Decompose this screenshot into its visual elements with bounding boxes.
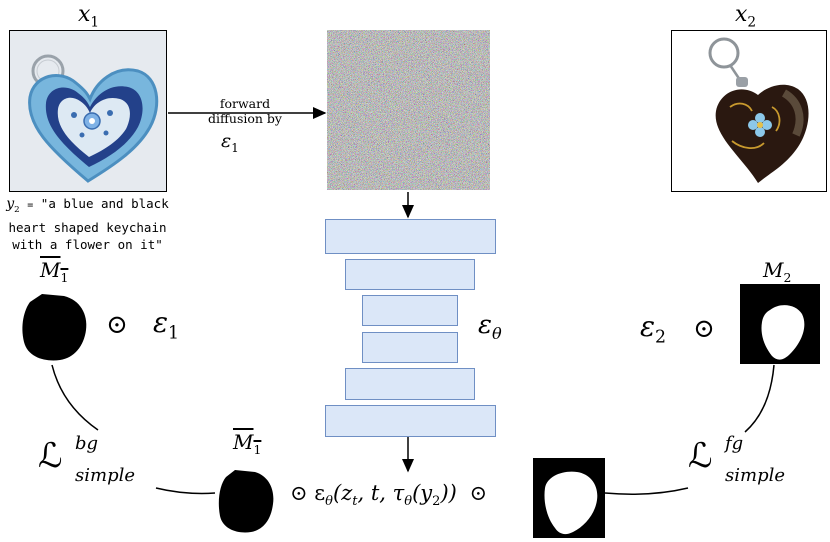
unet-block-enc-1 bbox=[325, 219, 496, 254]
eps-theta-label: εθ bbox=[478, 310, 502, 344]
loss-fg-sup: fg bbox=[725, 433, 744, 454]
eps2-label: ε2 bbox=[640, 310, 667, 348]
m2-label: M2 bbox=[763, 258, 792, 285]
loss-fg-sub: simple bbox=[725, 465, 785, 486]
loss-bg-arc-top bbox=[51, 364, 99, 431]
prompt-caption: y2 = "a blue and black heart shaped keyc… bbox=[0, 195, 175, 253]
loss-fg-arc-bottom bbox=[604, 487, 689, 495]
x1-label: x1 bbox=[78, 2, 100, 31]
eps1-label: ε1 bbox=[153, 306, 180, 344]
y2-label: y2 bbox=[6, 196, 20, 215]
odot-fg: ⊙ bbox=[693, 314, 715, 344]
inverted-mask-icon bbox=[218, 470, 274, 533]
noise-image bbox=[327, 30, 490, 190]
loss-fg-arc-top bbox=[744, 364, 775, 433]
x1-image bbox=[9, 30, 167, 192]
loss-bg-sup: bg bbox=[75, 433, 99, 454]
gaussian-noise-icon bbox=[327, 30, 490, 190]
blue-felt-heart-keychain-icon bbox=[10, 31, 166, 191]
m1-top-label: M1 bbox=[40, 258, 69, 285]
loss-bg-arc-bottom bbox=[155, 487, 216, 495]
prompt-line-2: heart shaped keychain bbox=[8, 219, 167, 235]
odot-bg: ⊙ bbox=[106, 310, 128, 340]
loss-bg-label: ℒ bbox=[38, 436, 63, 476]
prompt-line-3: with a flower on it" bbox=[12, 236, 163, 252]
unet-block-dec-3 bbox=[325, 405, 496, 437]
mask-fg-bottom bbox=[533, 458, 605, 538]
unet-block-enc-2 bbox=[345, 259, 475, 290]
x2-label: x2 bbox=[735, 2, 757, 31]
forward-diffusion-label: forward diffusion by bbox=[208, 96, 282, 126]
mask-bg-top bbox=[20, 292, 90, 362]
loss-bg-sub: simple bbox=[75, 465, 135, 486]
unet-block-enc-3 bbox=[362, 295, 458, 326]
m1-bottom-label: M1 bbox=[233, 430, 262, 457]
black-heart-keychain-icon bbox=[672, 31, 826, 191]
mask-fg-top bbox=[740, 284, 820, 364]
foreground-mask-icon bbox=[544, 471, 598, 535]
mask-bg-bottom bbox=[217, 468, 275, 534]
unet-block-dec-1 bbox=[362, 332, 458, 363]
foreground-mask-icon bbox=[761, 305, 805, 360]
forward-eps1-label: ε1 bbox=[221, 130, 239, 155]
loss-fg-label: ℒ bbox=[688, 436, 713, 476]
inverted-mask-icon bbox=[22, 294, 87, 361]
denoise-equation: ⊙ εθ(zt, t, τθ(y2)) ⊙ bbox=[290, 481, 488, 510]
unet-block-dec-2 bbox=[345, 368, 475, 400]
x2-image bbox=[671, 30, 827, 192]
prompt-line-1: "a blue and black bbox=[40, 196, 169, 211]
